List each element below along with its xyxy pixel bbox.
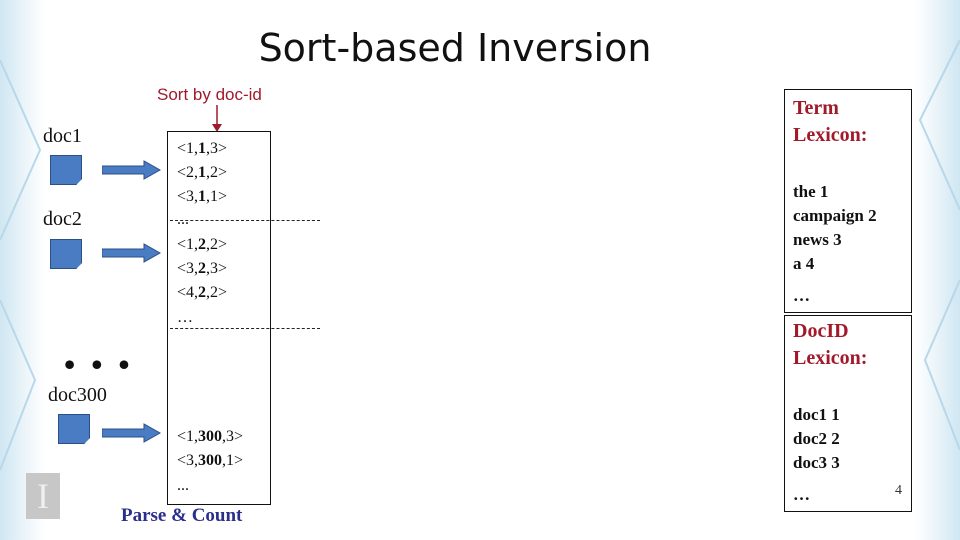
lexicon-item: a 4 — [793, 254, 815, 273]
lexicon-item: campaign 2 — [793, 206, 877, 225]
docid-lexicon-box: DocID Lexicon: doc1 1 doc2 2 doc3 3 … — [784, 315, 912, 512]
doc-label: doc1 — [43, 125, 82, 147]
docid-lexicon-title: Lexicon: — [793, 347, 868, 369]
divider-line — [170, 220, 320, 221]
doc-label: doc2 — [43, 208, 82, 230]
term-lexicon-title: Lexicon: — [793, 124, 868, 146]
page-number: 4 — [895, 483, 902, 498]
document-icon — [50, 239, 82, 269]
lexicon-item: the 1 — [793, 182, 829, 201]
lexicon-item: doc1 1 — [793, 405, 840, 424]
document-icon — [58, 414, 90, 444]
lexicon-item: doc3 3 — [793, 453, 840, 472]
posting-entry: <1,2,2> — [177, 236, 228, 253]
postings-box — [167, 131, 271, 505]
sort-label: Sort by doc-id — [157, 85, 262, 104]
ellipsis-dots: • • • — [64, 346, 134, 382]
posting-entry: ... — [177, 477, 189, 494]
university-logo-icon: I — [26, 473, 60, 519]
posting-entry: <2,1,2> — [177, 164, 228, 181]
parse-count-label: Parse & Count — [121, 505, 243, 526]
document-icon — [50, 155, 82, 185]
right-decoration — [915, 0, 960, 540]
lexicon-item: … — [793, 286, 810, 305]
right-arrow-icon — [102, 423, 162, 443]
lexicon-item: news 3 — [793, 230, 842, 249]
posting-entry: <1,300,3> — [177, 428, 244, 445]
posting-entry: <3,300,1> — [177, 452, 244, 469]
lexicon-item: … — [793, 485, 810, 504]
posting-entry: <3,1,1> — [177, 188, 228, 205]
slide-title: Sort-based Inversion — [258, 26, 652, 70]
doc-label: doc300 — [48, 384, 107, 406]
posting-entry: <4,2,2> — [177, 284, 228, 301]
term-lexicon-title: Term — [793, 97, 839, 119]
posting-entry: ... — [177, 211, 189, 228]
lexicon-item: doc2 2 — [793, 429, 840, 448]
left-decoration — [0, 0, 45, 540]
posting-entry: <1,1,3> — [177, 140, 228, 157]
posting-entry: <3,2,3> — [177, 260, 228, 277]
docid-lexicon-title: DocID — [793, 320, 849, 342]
right-arrow-icon — [102, 243, 162, 263]
right-arrow-icon — [102, 160, 162, 180]
posting-entry: … — [177, 309, 193, 326]
divider-line — [170, 328, 320, 329]
term-lexicon-box: Term Lexicon: the 1 campaign 2 news 3 a … — [784, 89, 912, 313]
sort-arrow — [212, 105, 222, 132]
